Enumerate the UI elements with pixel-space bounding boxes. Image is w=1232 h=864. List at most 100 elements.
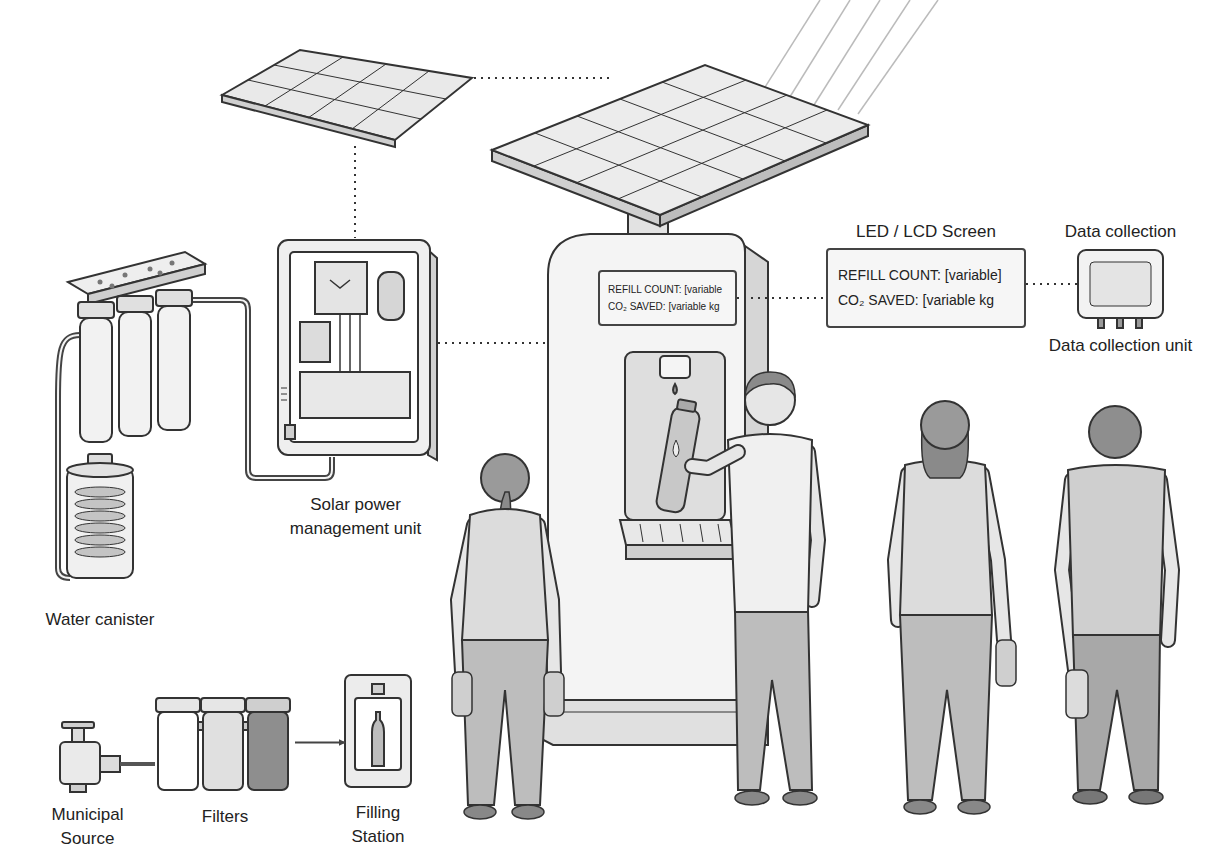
- person-figure: [692, 452, 738, 468]
- display-box: LED / LCD ScreenREFILL COUNT: [variable]…: [826, 248, 1026, 328]
- power-management-unit: [290, 252, 418, 442]
- filter-rack: [119, 312, 151, 436]
- person-figure: [464, 805, 496, 819]
- data-collection-device: [1078, 250, 1163, 328]
- filter-rack: [117, 296, 153, 312]
- power-management-unit: [359, 314, 361, 372]
- screen-text: CO₂ SAVED: [variable kg: [608, 298, 727, 315]
- water-canister: [75, 487, 125, 557]
- water-canister: [75, 535, 125, 545]
- kiosk-solar-panel: [576, 95, 787, 183]
- component-label: Data collection unit: [1046, 334, 1196, 358]
- component-label: Solar power management unit: [266, 493, 446, 541]
- kiosk-solar-panel: [534, 80, 827, 199]
- filling-station-icon: [345, 675, 411, 787]
- person-figure: [1062, 406, 1172, 804]
- person-figure: [900, 460, 992, 615]
- faucet-icon: [60, 742, 100, 784]
- water-pipe: [192, 300, 332, 478]
- person-figure: [921, 401, 969, 449]
- person-figure: [904, 800, 936, 814]
- screen-text: CO₂ SAVED: [variable kg: [838, 288, 1014, 313]
- person-figure: [958, 800, 990, 814]
- person-figure: [735, 610, 812, 790]
- person-figure: [1068, 465, 1165, 637]
- filter-cartridges: [156, 698, 200, 712]
- kiosk-body: [640, 524, 643, 542]
- kiosk-solar-panel: [492, 65, 868, 215]
- person-figure: [745, 372, 795, 396]
- component-label: LED / LCD Screen: [826, 220, 1026, 244]
- filter-rack: [158, 271, 163, 276]
- filter-cartridges: [201, 698, 245, 712]
- solar-panel: [248, 80, 421, 119]
- data-collection-device: [1136, 318, 1142, 328]
- kiosk-body: [626, 545, 736, 559]
- power-management-unit: [281, 400, 287, 401]
- filter-cartridges: [248, 712, 288, 790]
- connector: [1026, 283, 1078, 285]
- kiosk-body: [680, 524, 683, 542]
- water-pipe: [192, 300, 332, 478]
- person-figure: [692, 372, 818, 805]
- person-figure: [452, 454, 564, 819]
- person-figure: [544, 672, 564, 716]
- person-figure: [462, 640, 548, 805]
- water-canister: [75, 523, 125, 533]
- kiosk-body: [640, 524, 721, 542]
- connector: [295, 742, 345, 744]
- filter-rack: [80, 318, 112, 442]
- power-management-unit: [278, 240, 437, 460]
- component-label: Municipal Source: [38, 803, 138, 851]
- water-canister: [75, 511, 125, 521]
- connector: [120, 762, 155, 766]
- filter-rack: [123, 273, 128, 278]
- display-box: REFILL COUNT: [variableCO₂ SAVED: [varia…: [598, 270, 737, 326]
- filter-rack: [110, 284, 115, 289]
- dotted-wire: [354, 146, 356, 238]
- power-management-unit: [281, 388, 287, 400]
- sun-rays: [814, 0, 880, 105]
- solar-panel: [222, 95, 395, 147]
- solar-panel: [222, 50, 472, 147]
- power-management-unit: [330, 280, 350, 288]
- component-label: Water canister: [20, 608, 180, 632]
- filter-cartridges: [246, 698, 290, 712]
- solar-panel: [308, 64, 386, 118]
- solar-panel: [274, 65, 446, 99]
- power-management-unit: [315, 262, 367, 314]
- water-canister: [75, 547, 125, 557]
- person-figure: [1129, 790, 1163, 804]
- person-figure: [728, 434, 812, 612]
- filter-rack: [98, 261, 175, 289]
- person-figure: [735, 791, 769, 805]
- kiosk-body: [548, 234, 745, 700]
- power-management-unit: [281, 388, 287, 389]
- component-node: Filters: [155, 698, 295, 793]
- connector: [737, 297, 826, 299]
- solar-panel: [352, 71, 429, 129]
- kiosk-body: [660, 524, 663, 542]
- person-figure: [512, 805, 544, 819]
- sun-rays: [760, 0, 820, 95]
- water-canister: [75, 499, 125, 509]
- filter-rack: [98, 280, 103, 285]
- data-collection-device: [1078, 250, 1163, 318]
- component-node: Data collectionData collection unit: [1078, 250, 1163, 318]
- filling-station-icon: [355, 698, 401, 770]
- kiosk-body: [700, 524, 703, 542]
- person-figure: [462, 509, 548, 640]
- kiosk-body: [673, 384, 677, 394]
- water-canister: [67, 454, 133, 578]
- filter-rack: [68, 252, 205, 442]
- kiosk-solar-panel: [577, 116, 743, 179]
- faucet-icon: [72, 728, 84, 742]
- component-label: Filling Station: [338, 801, 418, 849]
- kiosk-solar-panel: [620, 99, 785, 161]
- component-node: Water canister: [67, 458, 133, 580]
- component-node: Municipal Source: [55, 735, 120, 793]
- water-canister: [75, 487, 125, 497]
- kiosk-body: [625, 352, 725, 520]
